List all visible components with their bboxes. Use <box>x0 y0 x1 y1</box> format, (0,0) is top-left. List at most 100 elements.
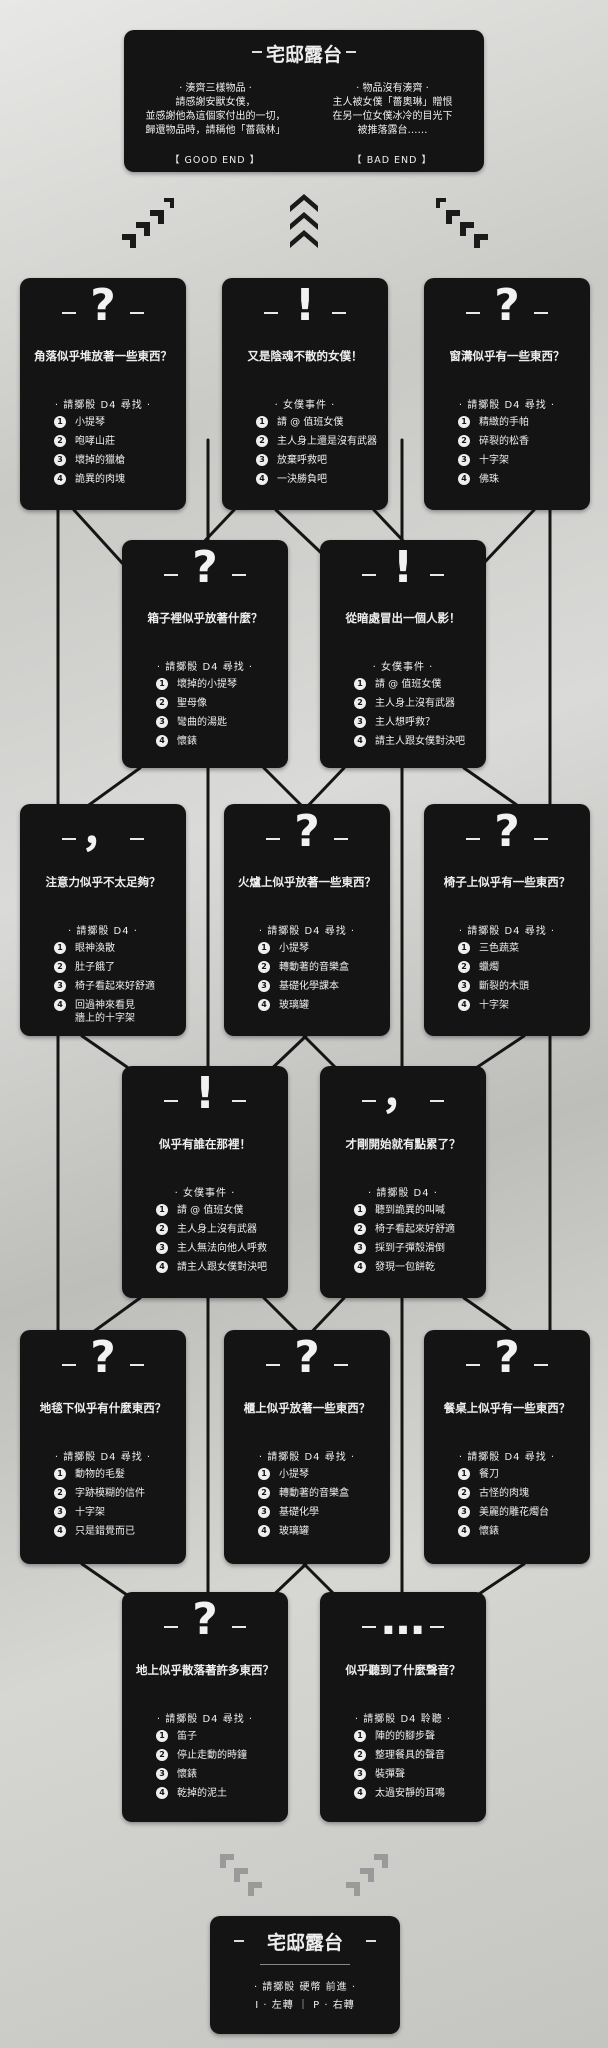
number-badge-icon: 2 <box>354 1223 366 1235</box>
card-mark: ! <box>194 1068 216 1119</box>
path-line <box>480 508 536 567</box>
card-title: 地上似乎散落著許多東西？ <box>136 1663 274 1677</box>
card-instruction: · 請擲骰 D4 尋找 · <box>458 1452 556 1463</box>
card-mark: ? <box>294 1332 320 1383</box>
good-end-label: 【 GOOD END 】 <box>170 155 261 166</box>
card-mark: ? <box>90 280 116 331</box>
number-badge-icon: 2 <box>156 697 168 709</box>
chevron-up-icon <box>290 194 318 248</box>
number-badge-icon: 4 <box>54 473 66 485</box>
number-badge-icon: 2 <box>458 961 470 973</box>
number-badge-icon: 3 <box>54 980 66 992</box>
number-badge-icon: 2 <box>54 435 66 447</box>
card-mark: ? <box>494 1332 520 1383</box>
card-instruction: · 女僕事件 · <box>174 1188 236 1199</box>
number-badge-icon: 3 <box>54 454 66 466</box>
card-title: 注意力似乎不太足夠？ <box>45 875 161 889</box>
chevron-up-left-icon <box>122 198 174 248</box>
number-badge-icon: 2 <box>258 1487 270 1499</box>
card-mark: ? <box>294 806 320 857</box>
card-title: 火爐上似乎放著一些東西？ <box>238 875 376 889</box>
number-badge-icon: 3 <box>258 980 270 992</box>
card-mark: ? <box>494 280 520 331</box>
number-badge-icon: 2 <box>258 961 270 973</box>
card-title: 地毯下似乎有什麼東西？ <box>39 1401 167 1415</box>
number-badge-icon: 1 <box>258 942 270 954</box>
chevron-up-right-icon <box>346 1854 388 1896</box>
card-mark: ， <box>81 806 125 857</box>
number-badge-icon: 1 <box>256 416 268 428</box>
number-badge-icon: 2 <box>54 961 66 973</box>
card-title: 才剛開始就有點累了？ <box>345 1137 461 1151</box>
card-mark: ! <box>392 542 414 593</box>
number-badge-icon: 4 <box>458 999 470 1011</box>
path-line <box>462 766 526 812</box>
number-badge-icon: 4 <box>258 999 270 1011</box>
card-title: 窗溝似乎有一些東西？ <box>449 349 565 363</box>
number-badge-icon: 4 <box>458 1525 470 1537</box>
ending-title: 宅邸露台 <box>265 44 342 66</box>
number-badge-icon: 3 <box>156 716 168 728</box>
card-instruction: · 請擲骰 D4 尋找 · <box>458 400 556 411</box>
start-title: 宅邸露台 <box>266 1932 343 1954</box>
number-badge-icon: 2 <box>156 1223 168 1235</box>
good-end-description: · 湊齊三樣物品 · 請感謝安獸女僕， 並感謝他為這個家付出的一切， 歸還物品時… <box>145 83 286 136</box>
card-title: 似乎聽到了什麼聲音？ <box>345 1663 461 1677</box>
number-badge-icon: 1 <box>156 1204 168 1216</box>
card-title: 又是陰魂不散的女僕！ <box>247 349 363 363</box>
number-badge-icon: 1 <box>354 1204 366 1216</box>
number-badge-icon: 2 <box>458 435 470 447</box>
card-mark: ? <box>90 1332 116 1383</box>
path-line <box>302 766 346 812</box>
card-mark: ， <box>381 1068 425 1119</box>
card-title: 從暗處冒出一個人影！ <box>345 611 461 625</box>
number-badge-icon: 4 <box>156 735 168 747</box>
card-title: 櫃上似乎放著一些東西？ <box>243 1401 371 1415</box>
card-instruction: · 請擲骰 D4 尋找 · <box>258 926 356 937</box>
number-badge-icon: 1 <box>54 942 66 954</box>
number-badge-icon: 1 <box>354 1730 366 1742</box>
number-badge-icon: 4 <box>156 1787 168 1799</box>
number-badge-icon: 3 <box>258 1506 270 1518</box>
number-badge-icon: 2 <box>256 435 268 447</box>
